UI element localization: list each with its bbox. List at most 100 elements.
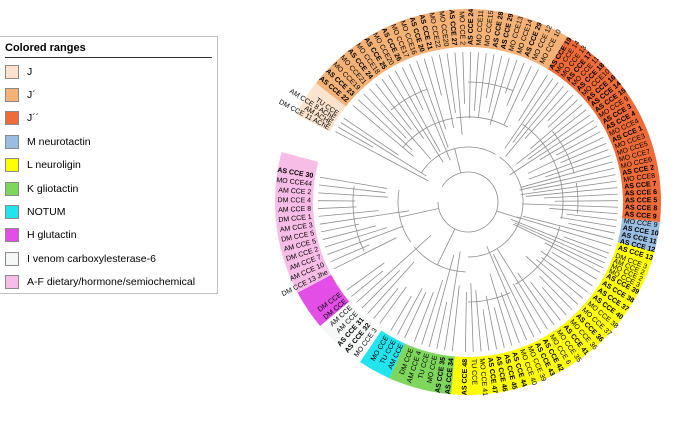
leaf-branch xyxy=(436,301,448,349)
leaf-branch xyxy=(340,122,427,177)
leaf-branch xyxy=(421,279,444,345)
legend-item-label: M neurotactin xyxy=(27,135,91,148)
legend-item-label: J´ xyxy=(27,89,36,102)
leaf-branch xyxy=(473,52,479,111)
leaf-branch xyxy=(343,117,399,156)
leaf-label: AM CCE 2 xyxy=(278,187,312,196)
leaf-branch xyxy=(521,69,539,102)
leaf-branch xyxy=(551,252,597,280)
leaf-branch xyxy=(330,244,370,263)
leaf-label: MO CCE8 xyxy=(623,173,656,184)
leaf-branch xyxy=(324,227,387,248)
leaf-branch xyxy=(431,56,442,96)
leaf-branch xyxy=(361,269,401,309)
leaf-branch xyxy=(527,137,604,174)
leaf-branch xyxy=(333,237,397,270)
legend-item-label: L neuroligin xyxy=(27,159,81,172)
clade-stem xyxy=(436,228,456,266)
clade-arc xyxy=(467,292,511,303)
leaf-branch xyxy=(541,257,589,293)
leaf-branch xyxy=(373,288,399,319)
leaf-branch xyxy=(540,250,593,287)
clade-stem xyxy=(454,148,462,173)
leaf-branch xyxy=(506,62,525,107)
legend-swatch xyxy=(5,205,19,220)
leaf-branch xyxy=(517,272,555,326)
leaf-branch xyxy=(539,275,573,311)
leaf-branch xyxy=(536,259,584,299)
leaf-label: TU CCE xyxy=(470,359,478,386)
legend-item-label: H glutactin xyxy=(27,229,77,242)
leaf-branch xyxy=(497,249,548,330)
leaf-branch xyxy=(530,281,561,321)
leaf-branch xyxy=(525,255,578,305)
leaf-branch xyxy=(544,242,601,273)
legend-swatch xyxy=(5,134,19,149)
leaf-branch xyxy=(462,52,465,104)
leaf-branch xyxy=(367,261,415,314)
leaf-branch xyxy=(438,54,455,129)
clade-arc xyxy=(397,189,411,243)
leaf-branch xyxy=(346,262,385,291)
leaf-branch xyxy=(351,270,384,297)
legend-item-j-prime: J´ xyxy=(5,83,217,106)
range-sector xyxy=(297,274,350,327)
leaf-branch xyxy=(358,99,413,150)
leaf-branch xyxy=(379,286,407,324)
legend-swatch xyxy=(5,158,19,173)
leaf-branch xyxy=(488,55,503,113)
tree-branches xyxy=(318,52,618,352)
leaf-branch xyxy=(505,60,518,94)
clade-stem xyxy=(496,210,521,219)
leaf-branch xyxy=(375,83,412,130)
leaf-branch xyxy=(493,307,505,348)
leaf-branch xyxy=(319,210,410,225)
range-sector xyxy=(275,152,332,293)
leaf-branch xyxy=(503,65,532,125)
leaf-branch xyxy=(318,206,357,209)
clade-arc xyxy=(352,185,365,251)
leaf-label: AS CCE 7 xyxy=(624,181,657,191)
leaf-branch xyxy=(547,99,578,128)
leaf-branch xyxy=(489,273,513,346)
leaf-branch xyxy=(327,225,404,255)
leaf-label: AS CCE 8 xyxy=(625,204,658,212)
legend-item-label: A-F dietary/hormone/semiochemical xyxy=(27,276,196,289)
leaf-branch xyxy=(489,57,510,125)
colored-ranges xyxy=(275,8,661,395)
leaf-branch xyxy=(516,216,612,247)
clade-arc xyxy=(515,226,561,285)
leaf-branch xyxy=(539,125,598,161)
clade-arc xyxy=(402,117,454,148)
leaf-label: AS CCE 47 xyxy=(486,357,498,394)
leaf-label: MO CCE11 xyxy=(476,10,485,46)
leaf-branch xyxy=(509,119,595,176)
leaf-branch xyxy=(318,184,386,193)
leaf-branch xyxy=(397,287,423,335)
legend-list: J J´ J´´ M neurotactin L neuroligin K gl… xyxy=(0,58,217,294)
leaf-branch xyxy=(409,63,451,161)
legend-item-dietary-hormone: A-F dietary/hormone/semiochemical xyxy=(5,271,217,294)
leaf-branch xyxy=(527,114,591,160)
leaf-label: AM CCE 8 xyxy=(278,206,311,214)
leaf-branch xyxy=(337,126,374,148)
leaf-branch xyxy=(390,296,412,331)
leaf-label: MO CCE 41 xyxy=(478,358,488,396)
leaf-branch xyxy=(485,295,498,350)
leaf-branch xyxy=(510,218,608,259)
leaf-branch xyxy=(500,292,520,344)
leaf-branch xyxy=(464,291,467,352)
legend-item-label: J´´ xyxy=(27,112,40,125)
leaf-branch xyxy=(512,283,542,334)
leaf-branch xyxy=(530,104,583,149)
leaf-label: AS CCE 6 xyxy=(625,189,658,198)
range-sector xyxy=(547,36,661,223)
leaf-branch xyxy=(394,70,441,152)
legend-item-j: J xyxy=(5,60,217,83)
clade-arc xyxy=(467,81,514,92)
leaf-branch xyxy=(446,53,456,113)
leaf-branch xyxy=(554,200,618,202)
leaf-branch xyxy=(528,149,609,180)
leaf-branch xyxy=(486,246,527,341)
